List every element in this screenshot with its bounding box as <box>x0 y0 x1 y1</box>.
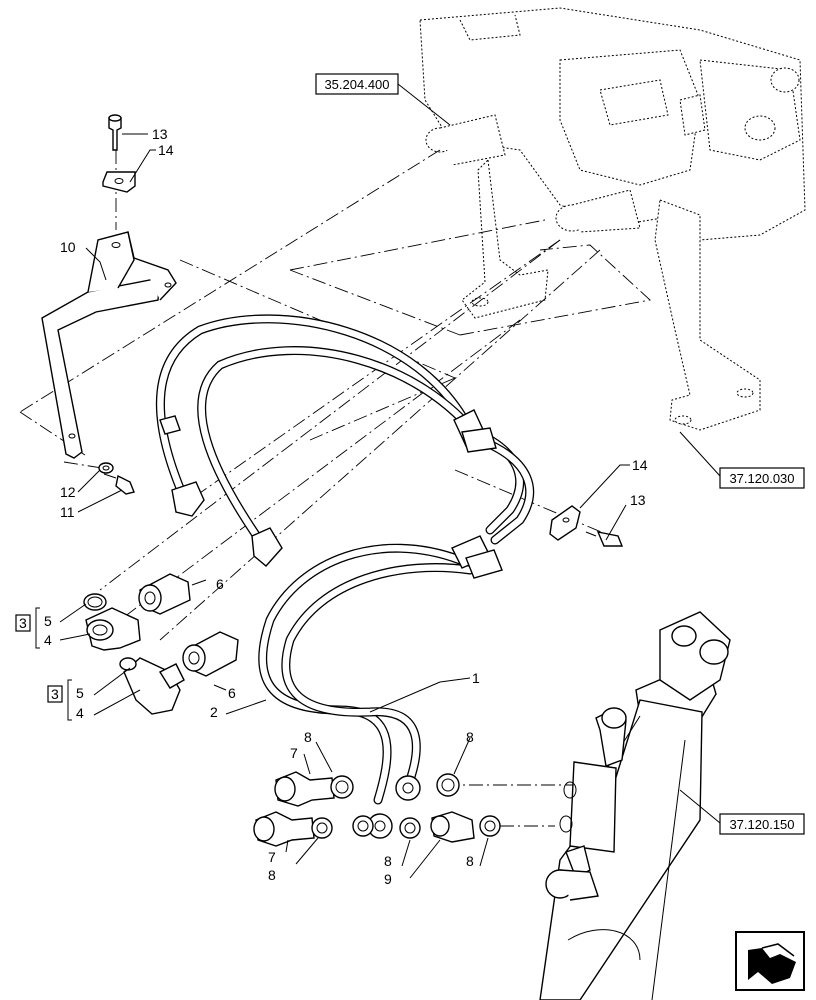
label-13-top: 13 <box>152 126 168 142</box>
label-8-b: 8 <box>466 729 474 745</box>
alignment-lines <box>19 149 651 827</box>
label-8-e: 8 <box>466 853 474 869</box>
washer-bolt-bracket <box>98 462 135 495</box>
label-8-a: 8 <box>304 729 312 745</box>
label-7-b: 7 <box>268 849 276 865</box>
arrow-icon[interactable] <box>735 931 805 991</box>
label-9: 9 <box>384 871 392 887</box>
lift-cylinder <box>539 611 731 1000</box>
hose-assembly <box>155 314 535 839</box>
label-8-c: 8 <box>268 867 276 883</box>
svg-text:4: 4 <box>44 632 52 648</box>
label-13-right: 13 <box>630 492 646 508</box>
restrictor-fittings <box>253 771 501 847</box>
clip-right <box>549 505 581 541</box>
label-6-upper: 6 <box>216 576 224 592</box>
leader-lines <box>59 83 721 879</box>
svg-text:35.204.400: 35.204.400 <box>324 77 389 92</box>
group-3-lower: 3 5 4 <box>47 679 84 721</box>
label-1: 1 <box>472 670 480 686</box>
ref-box-37-120-030[interactable]: 37.120.030 <box>719 467 805 489</box>
clip-top <box>102 171 136 193</box>
ref-box-35-204-400[interactable]: 35.204.400 <box>315 73 399 95</box>
control-valve-assembly <box>419 7 806 241</box>
label-6-lower: 6 <box>228 685 236 701</box>
callout-labels: 13 14 10 12 11 14 13 6 6 1 2 8 7 8 7 8 8… <box>60 126 648 887</box>
label-14-top: 14 <box>158 142 174 158</box>
label-14-right: 14 <box>632 457 648 473</box>
svg-text:37.120.150: 37.120.150 <box>729 817 794 832</box>
label-8-d: 8 <box>384 853 392 869</box>
svg-text:5: 5 <box>76 685 84 701</box>
label-10: 10 <box>60 239 76 255</box>
group-3-upper: 3 5 4 <box>15 607 52 649</box>
label-2: 2 <box>210 704 218 720</box>
valve-mounting-stand <box>461 158 761 431</box>
bolt-right <box>585 531 624 547</box>
svg-text:3: 3 <box>19 615 27 631</box>
svg-text:5: 5 <box>44 613 52 629</box>
label-7-a: 7 <box>290 745 298 761</box>
bracket <box>41 231 177 459</box>
bolt-top <box>108 114 122 151</box>
label-12: 12 <box>60 484 76 500</box>
svg-text:37.120.030: 37.120.030 <box>729 471 794 486</box>
fitting-elbows <box>83 573 239 715</box>
ref-box-37-120-150[interactable]: 37.120.150 <box>719 813 805 835</box>
label-11: 11 <box>60 504 75 520</box>
svg-text:3: 3 <box>51 686 59 702</box>
svg-text:4: 4 <box>76 705 84 721</box>
